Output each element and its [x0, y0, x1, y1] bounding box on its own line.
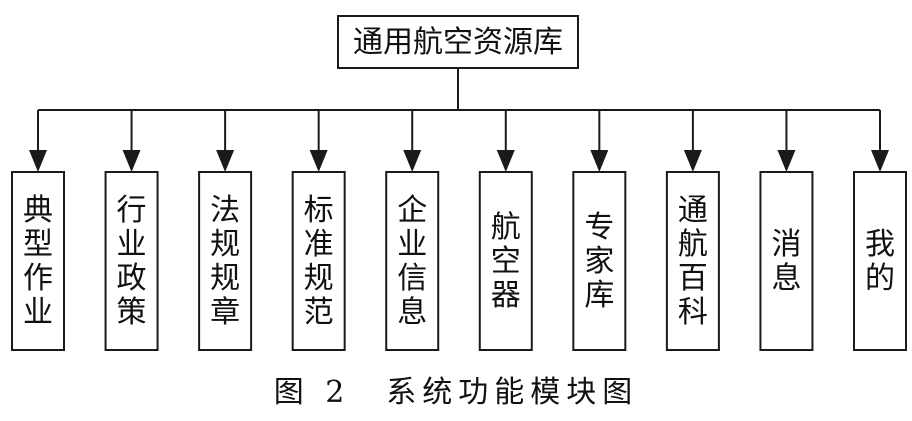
module-node: 法规规章 — [198, 171, 253, 351]
arrow-head — [122, 150, 141, 172]
module-box — [665, 171, 720, 351]
arrow-head — [590, 150, 609, 172]
module-box — [853, 171, 907, 351]
module-label: 典型作业 — [23, 193, 53, 330]
arrow-head — [29, 150, 47, 172]
module-label: 消息 — [771, 227, 801, 296]
module-label: 行业政策 — [117, 193, 147, 330]
module-label: 企业信息 — [397, 193, 427, 330]
module-box — [11, 171, 65, 351]
module-label: 我的 — [865, 227, 895, 296]
arrow-head — [496, 150, 515, 172]
module-box — [291, 171, 346, 351]
arrow-head — [871, 150, 889, 172]
module-label: 法规规章 — [210, 193, 240, 330]
module-box — [572, 171, 627, 351]
module-node: 企业信息 — [385, 171, 440, 351]
module-box — [478, 171, 533, 351]
root-box — [337, 15, 579, 69]
arrow-head — [216, 150, 235, 172]
module-node: 行业政策 — [104, 171, 159, 351]
module-node: 典型作业 — [11, 171, 65, 351]
module-node: 消息 — [759, 171, 814, 351]
module-node: 我的 — [853, 171, 907, 351]
connectors — [29, 68, 889, 172]
root-node: 通用航空资源库 — [337, 15, 579, 69]
module-node: 航空器 — [478, 171, 533, 351]
arrow-head — [777, 150, 796, 172]
module-node: 通航百科 — [665, 171, 720, 351]
module-box — [104, 171, 159, 351]
arrow-head — [309, 150, 328, 172]
module-label: 通航百科 — [678, 193, 708, 330]
arrow-head — [683, 150, 702, 172]
module-box — [198, 171, 253, 351]
module-label: 标准规范 — [304, 193, 334, 330]
module-node: 专家库 — [572, 171, 627, 351]
module-node: 标准规范 — [291, 171, 346, 351]
module-box — [759, 171, 814, 351]
arrow-head — [403, 150, 422, 172]
module-label: 专家库 — [584, 210, 614, 313]
module-box — [385, 171, 440, 351]
module-label: 航空器 — [491, 210, 521, 313]
module-diagram: 通用航空资源库 典型作业 行业政策 法规规章 标准规范 企业信息 航空器 专家库 通航百科 消息… — [11, 15, 907, 351]
root-label: 通用航空资源库 — [353, 25, 563, 60]
figure-caption: 图 2 系统功能模块图 — [273, 375, 639, 410]
